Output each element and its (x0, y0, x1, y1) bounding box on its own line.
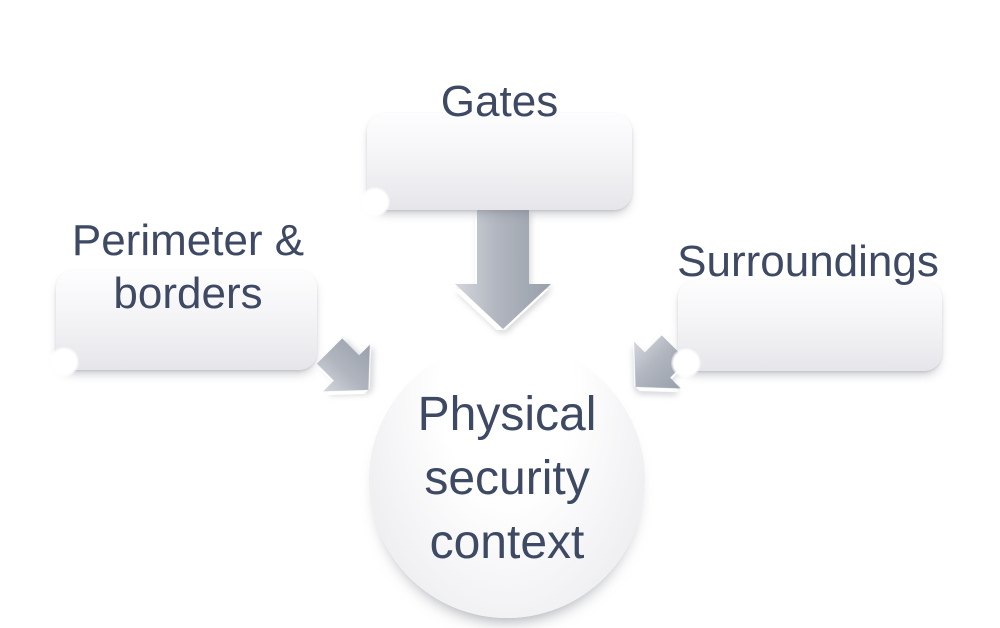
node-label-line: Perimeter & (71, 216, 305, 265)
arrow-perimeter-to-center (306, 328, 392, 414)
arrow-body (634, 335, 688, 389)
arrow-body (455, 210, 551, 329)
center-circle (369, 342, 645, 618)
arrow-surroundings-to-center (612, 325, 698, 411)
node-box-surroundings (671, 280, 942, 378)
node-label-surroundings: Surroundings (677, 237, 939, 286)
center-label-line: context (429, 516, 585, 569)
node-label-line: borders (113, 269, 263, 318)
center-label-line: security (424, 452, 590, 505)
node-box-gates (360, 113, 632, 217)
center-label-line: Physical (417, 388, 597, 441)
center-node-label: Physical security context (357, 383, 657, 575)
node-label-perimeter-borders: Perimeter & borders (36, 214, 340, 320)
node-label-gates: Gates (440, 77, 559, 126)
arrow-body (316, 338, 370, 392)
node-box-perimeter-borders (49, 270, 317, 377)
arrow-gates-to-center (455, 210, 551, 330)
